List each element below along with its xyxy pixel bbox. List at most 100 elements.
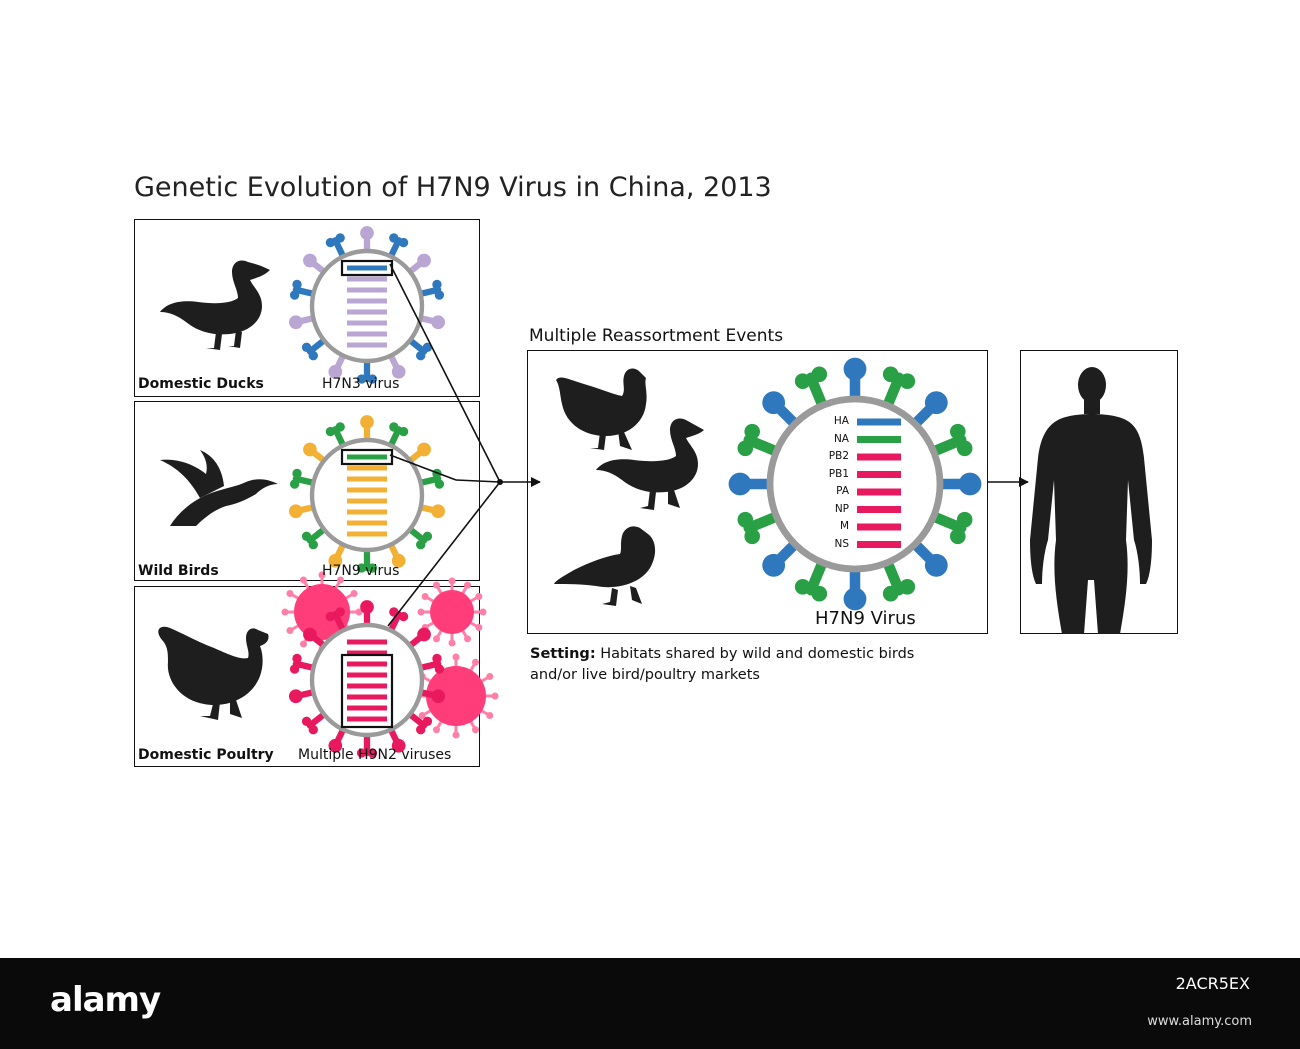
spike-na (795, 367, 827, 406)
gene-segment-pb2 (857, 454, 901, 461)
spike-ha (289, 689, 313, 703)
spike-ha (844, 358, 867, 399)
source-virus-h7n9: H7N9 virus (322, 563, 399, 579)
spike-na (290, 280, 313, 300)
spike-na (389, 233, 408, 256)
result-virus-label: H7N9 Virus (815, 608, 916, 629)
spike-ha (303, 443, 324, 461)
gene-segment-np (857, 506, 901, 513)
spike-na (421, 654, 444, 674)
spike-na (410, 529, 432, 549)
gene-segment (347, 299, 387, 304)
gene-segment (347, 684, 387, 689)
spike-na (738, 424, 777, 456)
gene-segment (347, 706, 387, 711)
gene-segment (347, 717, 387, 722)
source-name-domestic-poultry: Domestic Poultry (138, 747, 274, 763)
gene-segment (347, 332, 387, 337)
gene-segment-pa (857, 489, 901, 496)
hen-silhouette-icon (556, 369, 647, 450)
gene-segment (347, 532, 387, 537)
spike-ha (410, 254, 431, 272)
spike-na (934, 512, 973, 544)
footer-image-id: 2ACR5EX (1176, 974, 1250, 993)
gene-segment (347, 477, 387, 482)
diagram-stage: Genetic Evolution of H7N9 Virus in China… (0, 0, 1300, 958)
spike-ha (289, 504, 313, 518)
gene-segment-m (857, 524, 901, 531)
connector-ducks (390, 264, 500, 482)
diagram-artwork (0, 0, 1300, 958)
spike-na (410, 340, 432, 360)
spike-ha (410, 443, 431, 461)
gene-segment (347, 277, 387, 282)
source-name-wild-birds: Wild Birds (138, 563, 219, 579)
spike-na (738, 512, 777, 544)
spike-na (290, 469, 313, 489)
spike-ha (410, 628, 431, 646)
footer-url: www.alamy.com (1147, 1014, 1252, 1029)
spike-na (389, 607, 408, 630)
source-virus-h9n2: Multiple H9N2 viruses (298, 747, 451, 763)
spike-na (883, 563, 915, 602)
footer-bar: alamy 2ACR5EX www.alamy.com (0, 958, 1300, 1049)
wild-bird-silhouette-icon (160, 450, 278, 526)
segment-label-np: NP (809, 503, 849, 515)
setting-caption-label: Setting: (530, 646, 596, 662)
gene-segment (347, 288, 387, 293)
gene-segment (347, 488, 387, 493)
chicken-silhouette-icon (158, 627, 268, 720)
spike-ha (915, 544, 948, 577)
spike-ha (360, 226, 374, 251)
gene-segment (347, 521, 387, 526)
gene-segment (347, 266, 387, 271)
spike-na (421, 280, 444, 300)
duck-silhouette-icon (160, 260, 270, 350)
gene-segment-pb1 (857, 471, 901, 478)
gene-segment (347, 310, 387, 315)
footer-logo: alamy (50, 980, 160, 1020)
gene-segment (347, 640, 387, 645)
spike-na (302, 714, 324, 734)
spike-ha (940, 473, 981, 496)
spike-na (883, 367, 915, 406)
gene-segment-ha (857, 419, 901, 426)
human-silhouette-icon (1030, 367, 1152, 634)
gene-segment (347, 695, 387, 700)
spike-na (795, 563, 827, 602)
spike-na (290, 654, 313, 674)
segment-label-ns: NS (809, 538, 849, 550)
gene-segment (347, 510, 387, 515)
connector-wild-birds-b (456, 480, 500, 482)
spike-na (389, 422, 408, 445)
segment-label-ha: HA (809, 415, 849, 427)
spike-na (302, 529, 324, 549)
gene-segment (347, 499, 387, 504)
gene-segment (347, 662, 387, 667)
quail-silhouette-icon (554, 526, 655, 606)
spike-na (326, 422, 345, 445)
spike-ha (303, 254, 324, 272)
spike-na (302, 340, 324, 360)
spike-ha (915, 391, 948, 424)
gene-segment (347, 673, 387, 678)
setting-caption: Setting: Habitats shared by wild and dom… (530, 644, 990, 686)
gene-segment-ns (857, 541, 901, 548)
gene-segment (347, 455, 387, 460)
setting-caption-line2: and/or live bird/poultry markets (530, 667, 760, 683)
spike-ha (421, 504, 445, 518)
virus-h7n3 (289, 226, 445, 384)
gene-segment-na (857, 436, 901, 443)
virus-h7n9-reassortant (729, 358, 982, 611)
spike-ha (289, 315, 313, 329)
gene-segment (347, 466, 387, 471)
segment-label-pb2: PB2 (809, 450, 849, 462)
segment-label-pb1: PB1 (809, 468, 849, 480)
segment-label-pa: PA (809, 485, 849, 497)
spike-ha (762, 391, 795, 424)
segment-label-na: NA (809, 433, 849, 445)
spike-na (326, 233, 345, 256)
source-virus-h7n3: H7N3 virus (322, 376, 399, 392)
spike-ha (360, 415, 374, 440)
segment-label-m: M (809, 520, 849, 532)
